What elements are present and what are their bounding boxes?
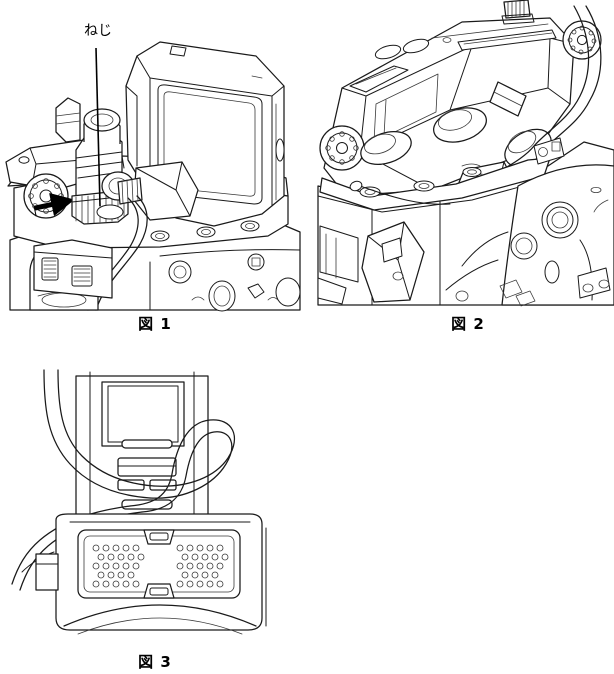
screw-callout-label: ねじ bbox=[84, 23, 112, 39]
figure-2-drawing bbox=[317, 0, 614, 307]
thin-wire bbox=[349, 180, 451, 205]
figure-3-drawing bbox=[11, 369, 267, 635]
rosette-right bbox=[562, 20, 602, 60]
vent-holes-right bbox=[176, 544, 229, 588]
camera-body-fig2 bbox=[317, 137, 614, 307]
top-deck-screw-holes bbox=[150, 220, 260, 242]
hinge-knuckles bbox=[360, 107, 552, 168]
vent-holes-left bbox=[92, 544, 145, 588]
monitor-support-arm bbox=[55, 97, 135, 225]
figure-2-caption: 図 2 bbox=[451, 315, 485, 333]
figure-2 bbox=[312, 0, 614, 307]
vent-panel bbox=[77, 529, 241, 599]
lower-shell bbox=[63, 604, 257, 635]
top-knurled-knob bbox=[501, 0, 535, 25]
figure-1-caption: 図 1 bbox=[138, 315, 172, 333]
left-bracket bbox=[35, 553, 59, 591]
hinge-cover bbox=[117, 161, 199, 221]
figure-1 bbox=[0, 0, 307, 312]
rear-control-cluster bbox=[149, 249, 301, 312]
figure-1-drawing bbox=[5, 41, 301, 312]
button-pad bbox=[533, 137, 565, 165]
rosette-left bbox=[319, 125, 365, 171]
connector-panel bbox=[33, 239, 113, 299]
figure-3-caption: 図 3 bbox=[138, 653, 172, 671]
rosette-mount bbox=[23, 173, 69, 219]
figure-3 bbox=[11, 358, 308, 638]
monitor-cable-fig2 bbox=[489, 5, 602, 177]
cable-clamps bbox=[117, 439, 177, 510]
